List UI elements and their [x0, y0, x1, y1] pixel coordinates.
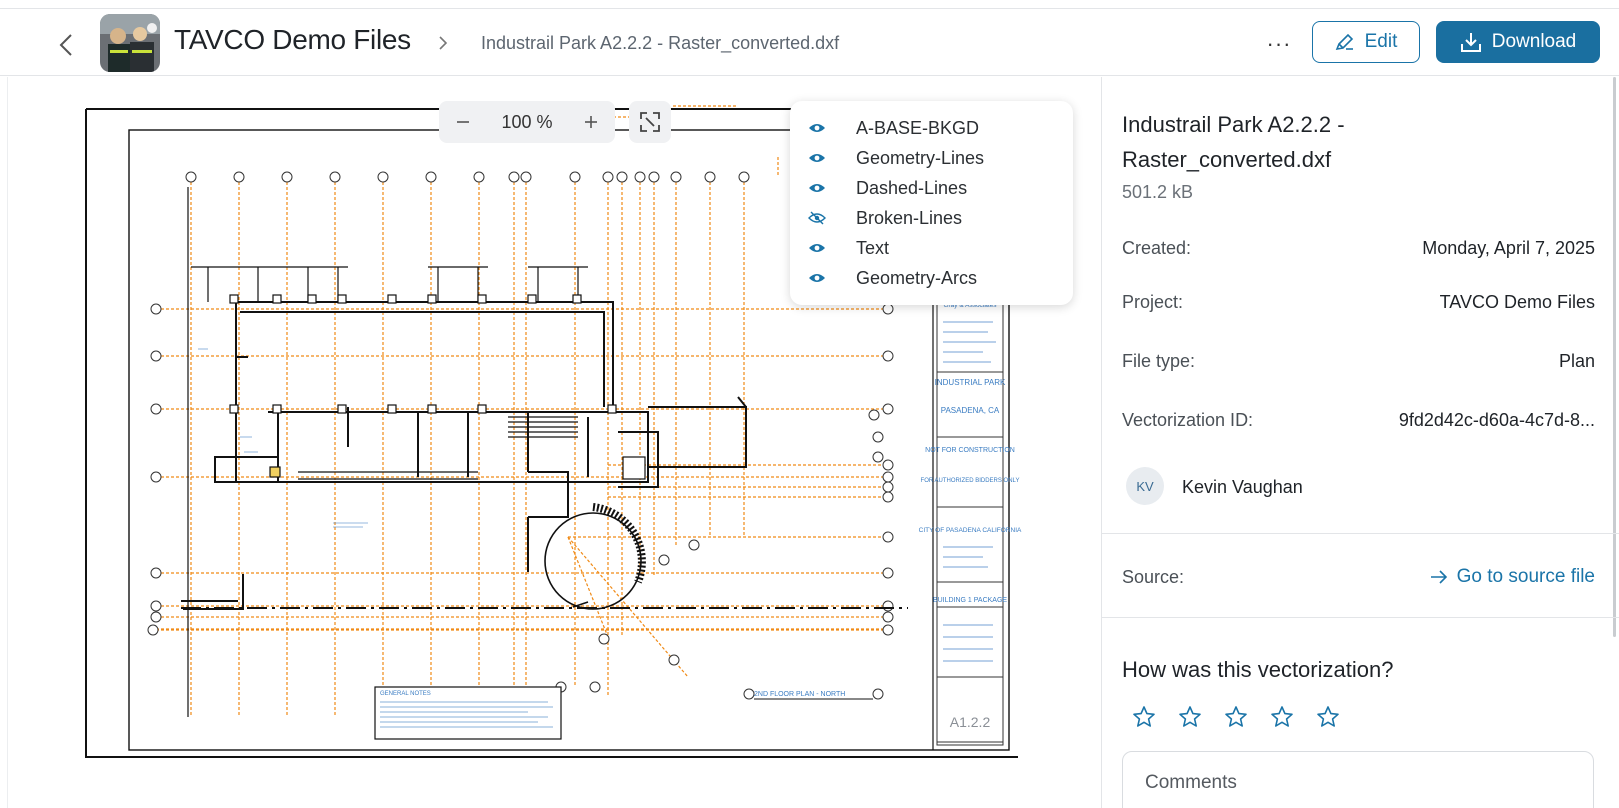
eye-icon[interactable]: [808, 121, 828, 135]
vectorization-id-value: 9fd2d42c-d60a-4c7d-8...: [1398, 410, 1595, 430]
titleblock-location: PASADENA, CA: [941, 406, 1000, 415]
file-size: 501.2 kB: [1122, 182, 1194, 202]
layer-row-a-base-bkgd[interactable]: A-BASE-BKGD: [806, 113, 1057, 143]
layer-label: Geometry-Arcs: [856, 267, 978, 288]
arrow-right-icon: [1430, 570, 1447, 584]
go-to-source-label: Go to source file: [1456, 566, 1595, 587]
notes-title: GENERAL NOTES: [380, 691, 431, 697]
eye-icon[interactable]: [808, 181, 828, 195]
more-options-button[interactable]: ···: [1266, 31, 1292, 56]
zoom-level: 100 %: [501, 111, 553, 132]
avatar: KV: [1126, 467, 1164, 505]
project-thumbnail: [100, 14, 160, 72]
star-icon[interactable]: [1270, 705, 1294, 729]
star-icon[interactable]: [1224, 705, 1248, 729]
project-value: TAVCO Demo Files: [1439, 292, 1595, 312]
chevron-right-icon: [439, 36, 448, 50]
fit-screen-button[interactable]: [629, 101, 671, 143]
fit-screen-icon: [640, 112, 660, 132]
user-name: Kevin Vaughan: [1182, 477, 1303, 497]
file-name: Industrail Park A2.2.2 - Raster_converte…: [1122, 112, 1345, 172]
project-photo-icon: [100, 14, 160, 72]
layer-row-geometry-arcs[interactable]: Geometry-Arcs: [806, 263, 1057, 293]
eye-icon[interactable]: [808, 271, 828, 285]
divider: [1102, 533, 1619, 534]
project-title[interactable]: TAVCO Demo Files: [174, 24, 411, 55]
go-to-source-link[interactable]: Go to source file: [1429, 566, 1595, 588]
plus-icon: [584, 116, 597, 128]
file-type-label: File type:: [1122, 351, 1196, 371]
sheet-number: A1.2.2: [950, 714, 991, 730]
comments-placeholder: Comments: [1145, 772, 1237, 793]
download-button[interactable]: Download: [1436, 21, 1600, 63]
download-button-label: Download: [1491, 31, 1577, 52]
titleblock-firm: Gray & Associates: [943, 302, 997, 309]
zoom-out-button[interactable]: [451, 110, 475, 134]
layer-label: Dashed-Lines: [856, 177, 968, 198]
layers-panel: A-BASE-BKGD Geometry-Lines Dashed-Lines …: [790, 101, 1073, 305]
edit-button-label: Edit: [1364, 31, 1398, 52]
star-icon[interactable]: [1178, 705, 1202, 729]
created-value: Monday, April 7, 2025: [1422, 238, 1595, 258]
source-label: Source:: [1122, 567, 1185, 587]
eye-icon[interactable]: [808, 151, 828, 165]
edit-button[interactable]: Edit: [1312, 21, 1420, 63]
divider: [1102, 617, 1619, 618]
layer-label: Geometry-Lines: [856, 147, 985, 168]
layer-row-broken-lines[interactable]: Broken-Lines: [806, 203, 1057, 233]
star-icon[interactable]: [1316, 705, 1340, 729]
created-label: Created:: [1122, 238, 1192, 258]
file-details-panel: Industrail Park A2.2.2 - Raster_converte…: [1101, 77, 1619, 808]
comments-field[interactable]: Comments: [1122, 751, 1594, 808]
layer-row-text[interactable]: Text: [806, 233, 1057, 263]
download-icon: [1460, 33, 1481, 52]
layer-label: Broken-Lines: [856, 207, 963, 228]
pen-icon: [1335, 33, 1353, 51]
layer-row-geometry-lines[interactable]: Geometry-Lines: [806, 143, 1057, 173]
titleblock-construction-note: NOT FOR CONSTRUCTION: [925, 447, 1015, 454]
file-type-value: Plan: [1558, 351, 1595, 371]
chevron-left-icon: [59, 34, 72, 56]
titleblock-package: BUILDING 1 PACKAGE: [933, 597, 1008, 604]
rating-title: How was this vectorization?: [1122, 657, 1394, 682]
top-bar: TAVCO Demo Files Industrail Park A2.2.2 …: [0, 8, 1619, 76]
rating-stars: [1132, 705, 1340, 729]
layer-row-dashed-lines[interactable]: Dashed-Lines: [806, 173, 1057, 203]
eye-off-icon[interactable]: [808, 211, 828, 225]
zoom-in-button[interactable]: [579, 110, 603, 134]
titleblock-city: CITY OF PASADENA CALIFORNIA: [919, 527, 1022, 534]
titleblock-project-name: INDUSTRIAL PARK: [935, 378, 1006, 387]
zoom-toolbar: 100 %: [439, 101, 615, 143]
project-label: Project:: [1122, 292, 1184, 312]
eye-icon[interactable]: [808, 241, 828, 255]
layer-label: A-BASE-BKGD: [856, 117, 980, 138]
titleblock-bidders-note: FOR AUTHORIZED BIDDERS ONLY: [921, 478, 1020, 484]
back-button[interactable]: [52, 31, 80, 59]
minus-icon: [457, 121, 469, 123]
layer-label: Text: [856, 237, 890, 258]
vectorization-id-label: Vectorization ID:: [1122, 410, 1254, 430]
drawing-viewer[interactable]: INDUSTRIAL PARK PASADENA, CA NOT FOR CON…: [7, 77, 1100, 808]
breadcrumb-file: Industrail Park A2.2.2 - Raster_converte…: [481, 33, 840, 53]
panel-scrollbar[interactable]: [1613, 77, 1616, 637]
plan-label: 2ND FLOOR PLAN - NORTH: [754, 691, 845, 698]
star-icon[interactable]: [1132, 705, 1156, 729]
